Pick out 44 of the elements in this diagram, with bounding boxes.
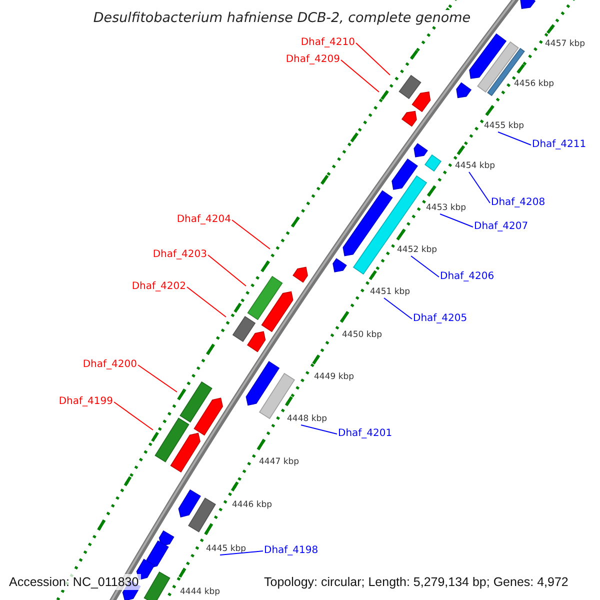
leader-line [232,220,270,250]
accession-note: Accession: NC_011830 [7,574,141,590]
gene-label: Dhaf_4202 [132,281,186,293]
leader-line [468,172,490,204]
gene-label: Dhaf_4206 [440,271,494,283]
leader-line [114,402,154,430]
gene-label: Dhaf_4200 [82,359,137,371]
gene-label: Dhaf_4208 [491,197,546,209]
gene-label: Dhaf_4209 [286,54,340,66]
scale-tick-label: 4449 kbp [314,372,354,382]
scale-tick-label: 4446 kbp [232,500,272,510]
scale-tick-label: 4452 kbp [397,245,438,255]
leader-line [498,132,532,146]
gene-label: Dhaf_4205 [413,313,468,325]
gene-label: Dhaf_4199 [58,396,113,408]
leader-line [138,364,178,392]
gene-label: Dhaf_4203 [152,249,207,261]
gene-label: Dhaf_4204 [176,214,231,226]
scale-tick-label: 4450 kbp [342,330,382,340]
scale-tick-label: 4454 kbp [455,161,496,171]
leader-line [208,254,246,286]
leader-line [300,424,338,434]
scale-tick-label: 4447 kbp [259,457,300,467]
scale-tick-label: 4451 kbp [370,287,410,297]
leader-line [440,214,474,228]
scale-tick-label: 4445 kbp [206,544,246,554]
scale-tick-label: 4456 kbp [514,79,554,89]
scale-tick-label: 4453 kbp [426,203,466,213]
scale-tick-label: 4455 kbp [484,121,524,131]
leader-line [220,550,264,556]
leader-line [356,42,390,76]
scale-tick-label: 4444 kbp [180,587,220,597]
gene-label: Dhaf_4201 [338,428,392,440]
leader-line [384,298,412,320]
leader-line [186,286,226,318]
genome-summary: Topology: circular; Length: 5,279,134 bp; Genes: 4,972 [262,574,570,590]
gene-label: Dhaf_4198 [264,545,318,557]
scale-tick-label: 4448 kbp [287,414,328,424]
gene-label: Dhaf_4211 [532,139,586,151]
scale-tick-label: 4457 kbp [545,39,586,49]
leader-line [340,60,380,92]
gene-label: Dhaf_4207 [474,221,528,233]
gene-label: Dhaf_4210 [300,37,355,49]
leader-line [410,256,440,278]
